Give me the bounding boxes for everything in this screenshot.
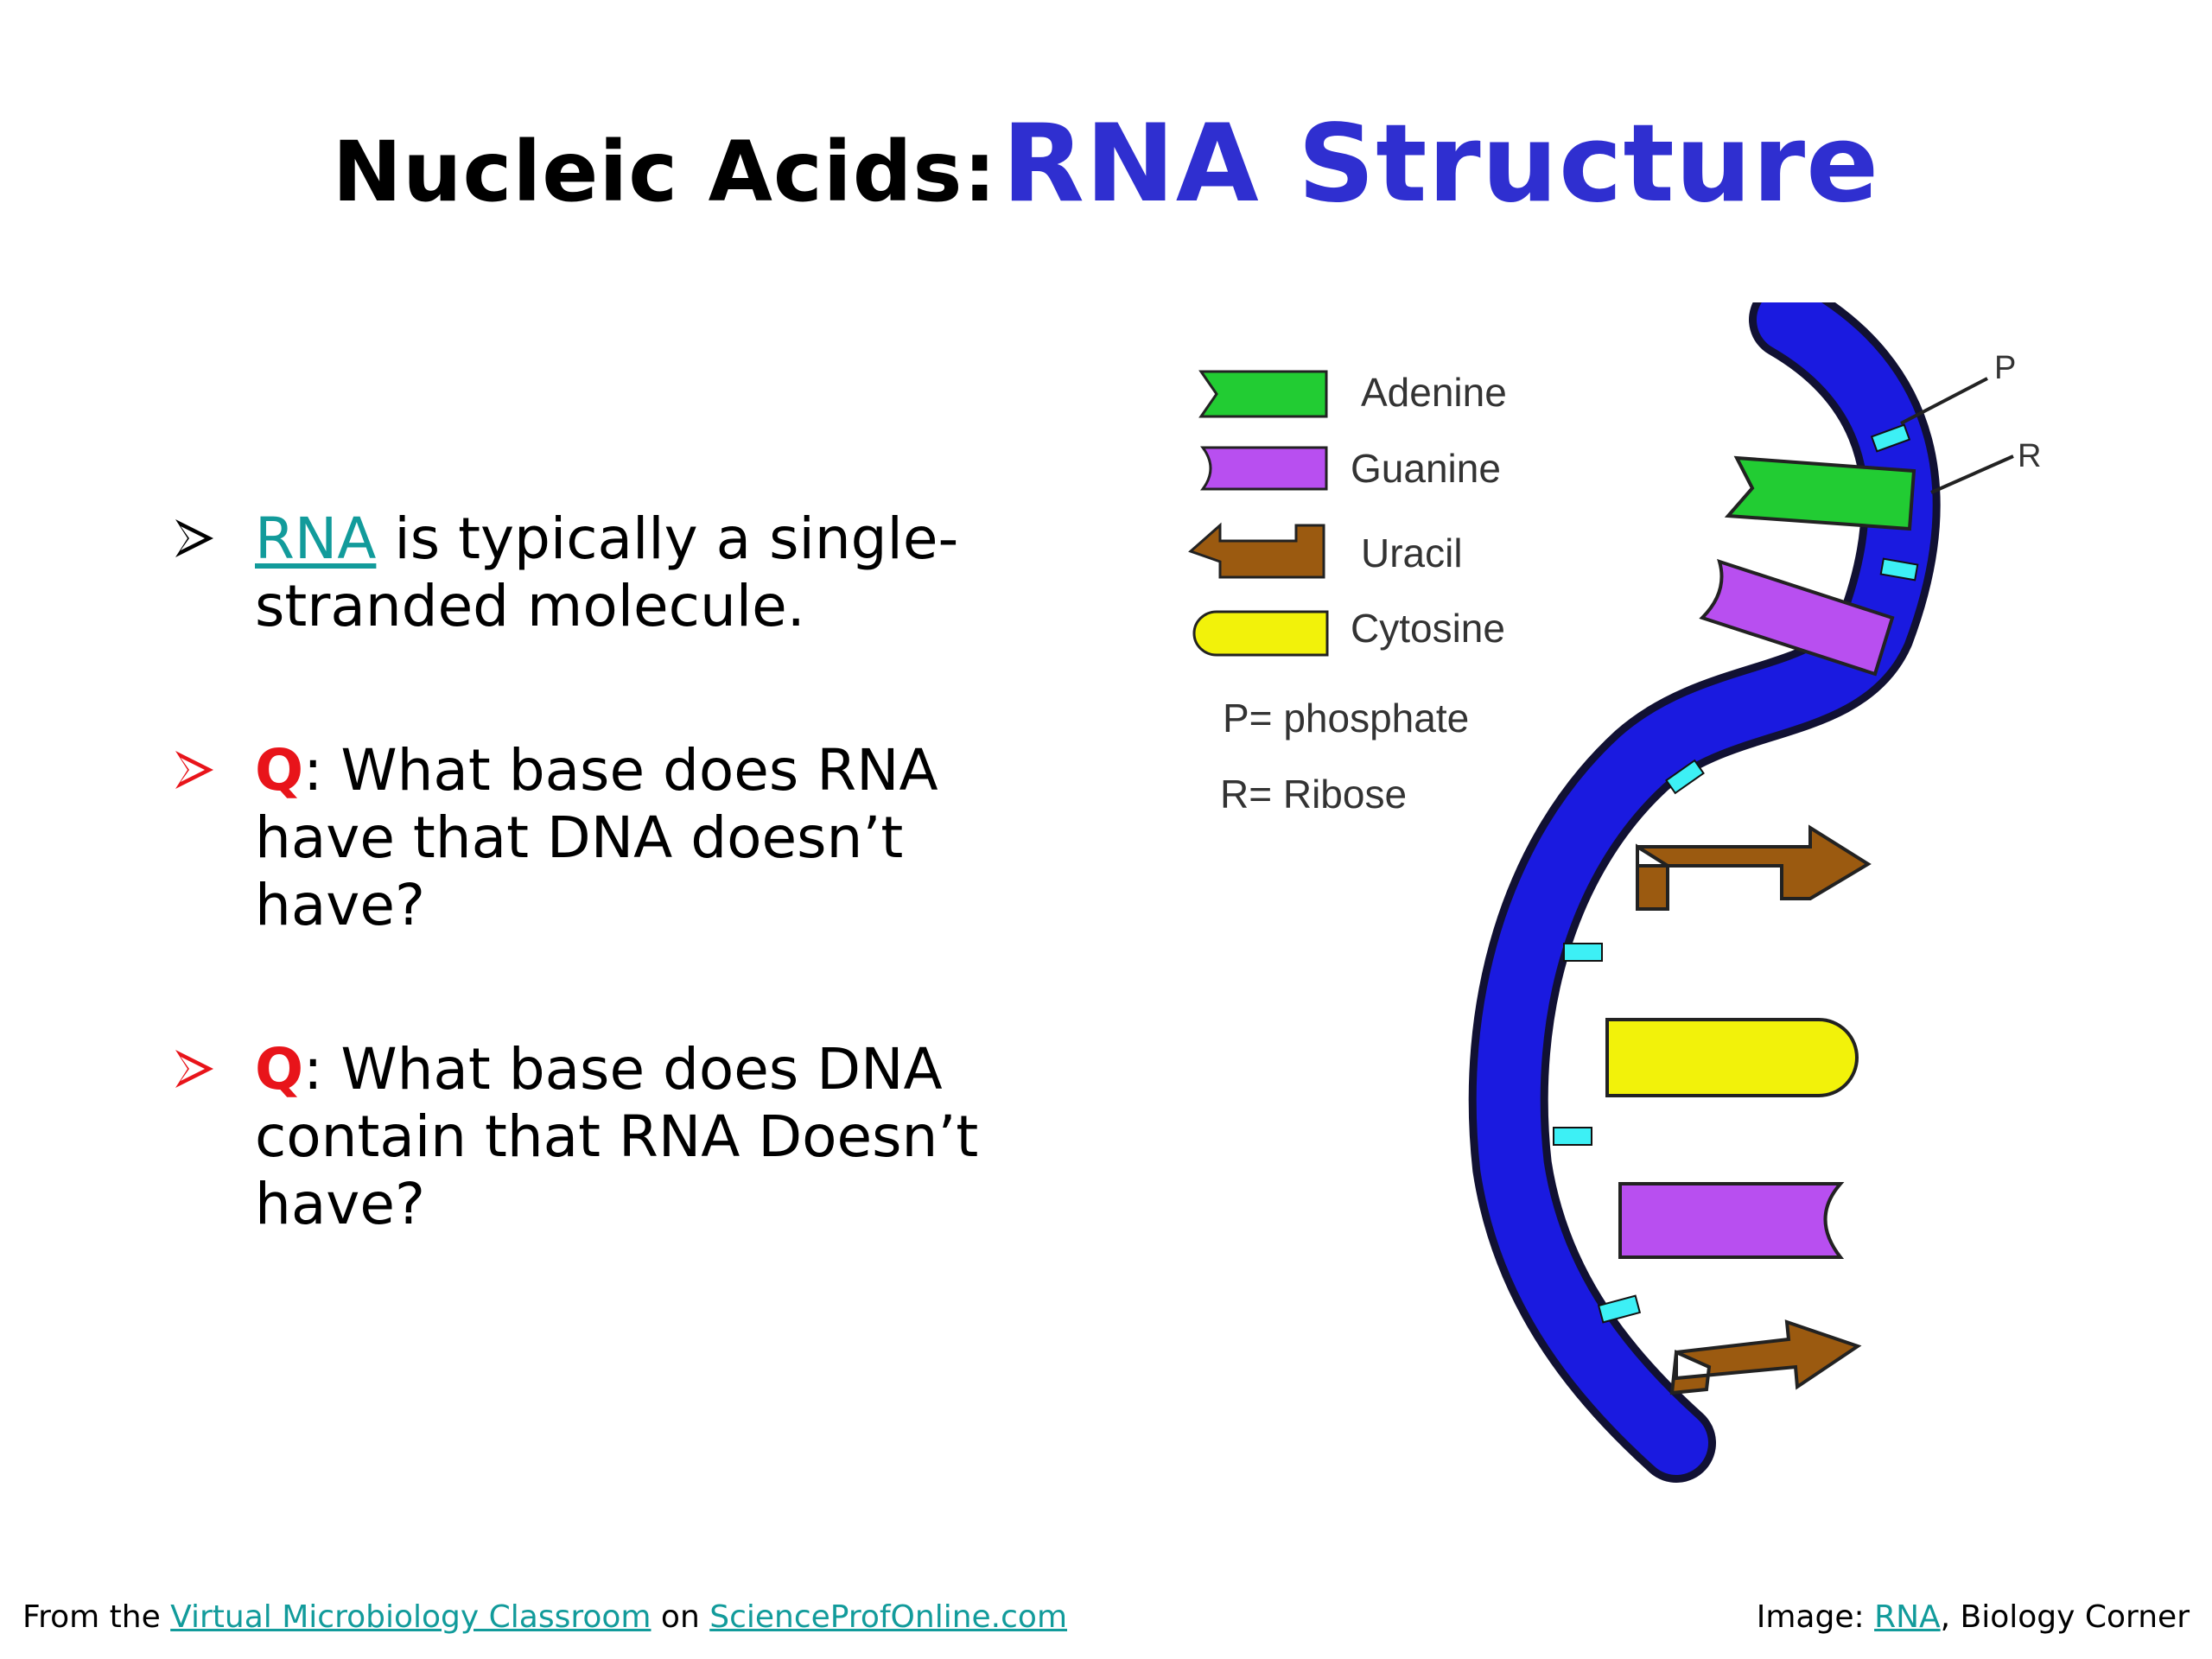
image-credit-suffix: , Biology Corner (1940, 1599, 2190, 1635)
guanine-base (1699, 558, 1895, 677)
legend-uracil: Uracil (1188, 522, 1463, 579)
legend-guanine: Guanine (1200, 446, 1501, 491)
legend-note-ribose: R= Ribose (1220, 772, 1407, 817)
bullet-rna-definition: RNA is typically a single-stranded molec… (168, 505, 1033, 640)
question-1-text: : What base does RNA have that DNA doesn… (255, 737, 938, 938)
footer-prefix: From the (22, 1599, 171, 1635)
uracil-swatch (1188, 522, 1325, 579)
title-main: RNA Structure (1001, 102, 1880, 226)
adenine-base (1724, 455, 1916, 531)
legend-adenine: Adenine (1198, 370, 1507, 418)
guanine-base (1618, 1182, 1845, 1259)
footer-image-credit: Image: RNA, Biology Corner (1757, 1599, 2190, 1635)
image-credit-prefix: Image: (1756, 1599, 1875, 1635)
legend-label-adenine: Adenine (1361, 370, 1507, 415)
arrow-bullet-icon (175, 1050, 213, 1088)
phosphate-segment (1665, 759, 1705, 795)
bullet-question-1: Q: What base does RNA have that DNA does… (168, 737, 1033, 939)
phosphate-segment (1597, 1294, 1642, 1324)
question-label: Q (255, 737, 304, 804)
title-prefix: Nucleic Acids: (332, 124, 997, 220)
phosphate-pointer-line (1900, 377, 1988, 425)
uracil-base (1669, 1319, 1862, 1395)
guanine-swatch (1200, 446, 1328, 491)
legend-note-phosphate: P= phosphate (1223, 696, 1469, 741)
arrow-bullet-icon (175, 519, 213, 557)
footer-mid: on (651, 1599, 710, 1635)
pointer-label-r: R (2018, 438, 2041, 474)
phosphate-segment (1879, 557, 1919, 582)
bases (1605, 455, 1916, 1395)
legend: Adenine Guanine Uracil Cytosine P= phosp… (1188, 370, 1507, 817)
rna-link[interactable]: RNA (255, 505, 377, 572)
scienceprofonline-link[interactable]: ScienceProfOnline.com (709, 1599, 1068, 1635)
question-label: Q (255, 1036, 304, 1103)
ribose-pointer-line (1930, 454, 2014, 494)
arrow-bullet-icon (175, 751, 213, 789)
bullet-1-text: is typically a single-stranded molecule. (255, 505, 959, 639)
rna-structure-diagram: Adenine Guanine Uracil Cytosine P= phosp… (1188, 302, 2041, 1483)
phosphate-segments (1553, 423, 1919, 1324)
footer-source: From the Virtual Microbiology Classroom … (22, 1599, 1067, 1635)
uracil-base (1636, 824, 1872, 911)
virtual-microbiology-classroom-link[interactable]: Virtual Microbiology Classroom (170, 1599, 652, 1635)
legend-label-uracil: Uracil (1361, 531, 1463, 575)
legend-label-cytosine: Cytosine (1351, 606, 1505, 651)
legend-cytosine: Cytosine (1192, 606, 1505, 657)
question-2-text: : What base does DNA contain that RNA Do… (255, 1036, 979, 1237)
backbone-pointers: P R (1900, 350, 2041, 494)
slide-title: Nucleic Acids: RNA Structure (0, 102, 2212, 226)
legend-label-guanine: Guanine (1351, 446, 1501, 491)
phosphate-segment (1553, 1127, 1592, 1146)
phosphate-segment (1870, 423, 1911, 453)
rna-image-link[interactable]: RNA (1874, 1599, 1941, 1635)
cytosine-swatch (1192, 610, 1329, 657)
phosphate-segment (1563, 943, 1603, 962)
adenine-swatch (1198, 370, 1328, 418)
cytosine-base (1605, 1018, 1859, 1097)
bullet-question-2: Q: What base does DNA contain that RNA D… (168, 1036, 1033, 1238)
bullet-list: RNA is typically a single-stranded molec… (168, 505, 1033, 1238)
pointer-label-p: P (1994, 350, 2016, 386)
